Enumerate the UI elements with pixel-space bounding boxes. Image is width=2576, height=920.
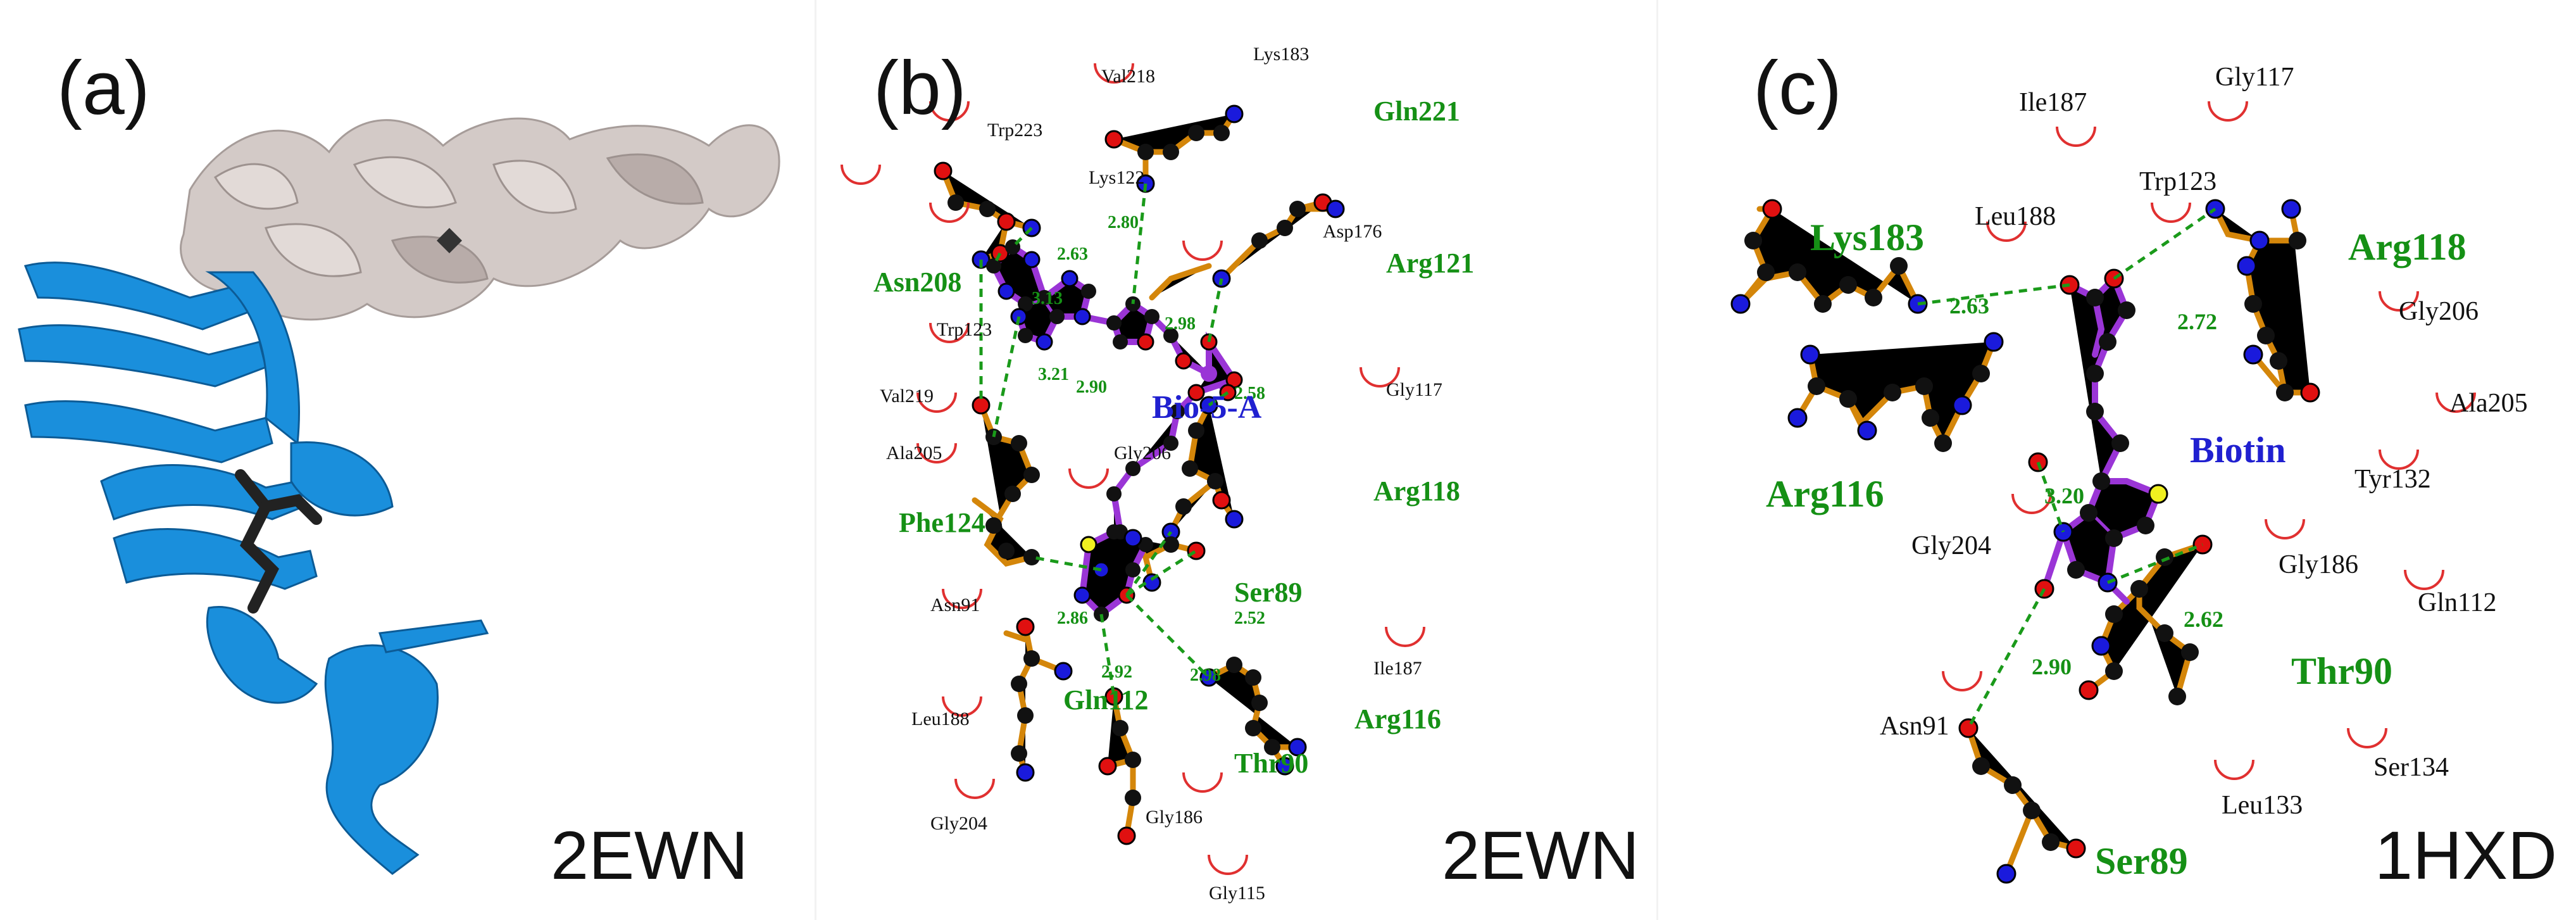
panel-c-pdb-id: 1HXD <box>2374 817 2557 893</box>
protein-cartoon-graphic <box>18 117 780 875</box>
dist-label: 2.72 <box>2177 309 2217 334</box>
residue-label: Gly204 <box>930 813 987 834</box>
blue-site-ligand <box>235 469 322 614</box>
dist-label: 2.58 <box>1234 384 1265 403</box>
residue-label: Lys122 <box>1089 167 1144 188</box>
dist-label: 3.20 <box>2044 483 2084 508</box>
panel-a-letter: (a) <box>57 46 150 130</box>
residue-label: Ser89 <box>1234 577 1303 608</box>
residue-label: Gly117 <box>2215 63 2294 92</box>
panel-b-distance-labels: 2.63 2.80 3.13 3.21 2.90 2.98 2.58 2.86 … <box>1032 213 1265 685</box>
panel-b-letter: (b) <box>873 46 966 130</box>
residue-label: Ile187 <box>2019 88 2087 117</box>
residue-label: Arg118 <box>1373 476 1460 507</box>
residue-label: Gln112 <box>1063 684 1149 715</box>
residue-label: Asn91 <box>1880 712 1949 741</box>
dist-label: 2.98 <box>1190 665 1221 685</box>
residue-label: Lys183 <box>1253 44 1309 65</box>
residue-label: Gly117 <box>1386 379 1442 400</box>
residue-label: Ala205 <box>886 443 942 463</box>
dist-label: 2.90 <box>2032 654 2072 679</box>
residue-label: Trp123 <box>937 319 992 340</box>
residue-label: Gly204 <box>1911 531 1991 560</box>
panel-b-hydrophobic-residue-labels: Lys183 Val218 Trp223 Lys122 Asp176 Trp12… <box>880 44 1442 904</box>
residue-label: Gly186 <box>1146 807 1203 828</box>
residue-label: Leu188 <box>1975 202 2056 231</box>
blue-subunit <box>18 262 489 875</box>
grey-subunit <box>180 117 780 321</box>
panel-a-protein-cartoon: (a) 2EWN <box>0 0 816 920</box>
panel-a-pdb-id: 2EWN <box>551 817 749 893</box>
panel-c-hydrophobic-arcs <box>1942 101 2476 780</box>
panel-b-atoms <box>934 104 1345 845</box>
residue-label: Gly206 <box>2399 297 2479 326</box>
residue-label: Val218 <box>1101 66 1155 87</box>
panel-c-distance-labels: 2.63 2.72 3.20 2.62 2.90 <box>1949 293 2223 679</box>
residue-label: Gly186 <box>2279 550 2358 579</box>
residue-label: Asn208 <box>873 267 961 298</box>
panel-b-hbonded-residue-labels: Gln221 Arg121 Asn208 Arg118 Phe124 Ser89… <box>873 96 1474 779</box>
residue-label: Arg118 <box>2348 226 2467 268</box>
residue-label: Asn91 <box>930 595 980 615</box>
residue-label: Leu188 <box>911 709 970 729</box>
panel-c-letter: (c) <box>1753 46 1842 130</box>
residue-label: Ile187 <box>1373 658 1422 679</box>
residue-label: Trp223 <box>987 120 1042 141</box>
residue-label: Thr90 <box>1234 748 1308 779</box>
ligand-name-label: Bio-5-A <box>1152 389 1262 425</box>
dist-label: 2.63 <box>1949 293 1989 318</box>
residue-label: Ser89 <box>2095 840 2188 882</box>
residue-label: Ser134 <box>2373 753 2449 782</box>
dist-label: 2.92 <box>1101 662 1132 682</box>
panel-c-ligand-bonds <box>2041 273 2163 605</box>
panel-b-ligplot: 2.63 2.80 3.13 3.21 2.90 2.98 2.58 2.86 … <box>841 44 1474 904</box>
dist-label: 3.21 <box>1038 365 1069 384</box>
residue-label: Arg121 <box>1386 248 1474 279</box>
residue-label: Gln221 <box>1373 96 1460 127</box>
panel-b-hydrophobic-arcs <box>841 63 1425 875</box>
panel-c-hbonded-residue-labels: Lys183 Arg118 Arg116 Thr90 Ser89 <box>1766 217 2467 882</box>
panel-c-hydrophobic-residue-labels: Ile187 Gly117 Trp123 Leu188 Gly206 Ala20… <box>1880 63 2528 820</box>
dist-label: 2.90 <box>1076 377 1107 397</box>
panel-b-interaction-map: 2.63 2.80 3.13 3.21 2.90 2.98 2.58 2.86 … <box>816 0 1658 920</box>
grey-site-ligand <box>437 228 462 253</box>
panel-b-pdb-id: 2EWN <box>1441 817 1639 893</box>
residue-label: Gln112 <box>2418 588 2496 617</box>
panel-c-interaction-map: 2.63 2.72 3.20 2.62 2.90 Lys183 Arg118 A… <box>1658 0 2576 920</box>
dist-label: 2.80 <box>1108 213 1139 232</box>
residue-label: Phe124 <box>899 507 985 538</box>
residue-label: Lys183 <box>1810 217 1924 258</box>
ligand-name-label: Biotin <box>2190 429 2286 470</box>
dist-label: 2.98 <box>1165 314 1196 334</box>
dist-label: 3.13 <box>1032 289 1063 308</box>
dist-label: 2.63 <box>1057 244 1088 264</box>
panel-c-ligplot: 2.63 2.72 3.20 2.62 2.90 Lys183 Arg118 A… <box>1730 63 2528 884</box>
residue-label: Trp123 <box>2139 167 2216 196</box>
panel-c-atoms <box>1730 199 2320 884</box>
residue-label: Val219 <box>880 386 934 406</box>
residue-label: Thr90 <box>2291 650 2392 692</box>
residue-label: Leu133 <box>2222 791 2303 820</box>
dist-label: 2.62 <box>2184 607 2223 632</box>
dist-label: 2.86 <box>1057 608 1088 628</box>
residue-label: Arg116 <box>1766 473 1884 515</box>
residue-label: Gly206 <box>1114 443 1171 463</box>
panel-b-hbond-lines <box>979 183 1229 697</box>
residue-label: Ala205 <box>2449 389 2528 418</box>
residue-label: Tyr132 <box>2354 465 2431 494</box>
residue-label: Asp176 <box>1323 221 1382 242</box>
residue-label: Arg116 <box>1354 703 1441 734</box>
dist-label: 2.52 <box>1234 608 1265 628</box>
residue-label: Gly115 <box>1209 883 1265 904</box>
